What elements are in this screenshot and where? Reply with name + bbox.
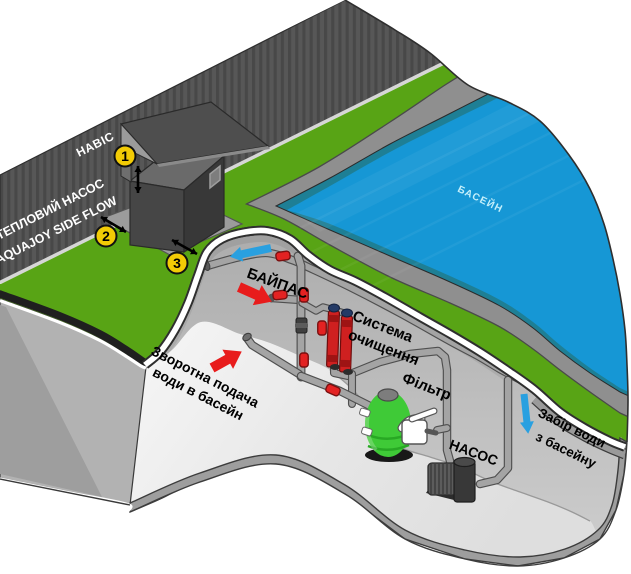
svg-text:2: 2 xyxy=(102,228,110,244)
svg-text:1: 1 xyxy=(121,148,129,164)
svg-text:3: 3 xyxy=(173,255,181,271)
